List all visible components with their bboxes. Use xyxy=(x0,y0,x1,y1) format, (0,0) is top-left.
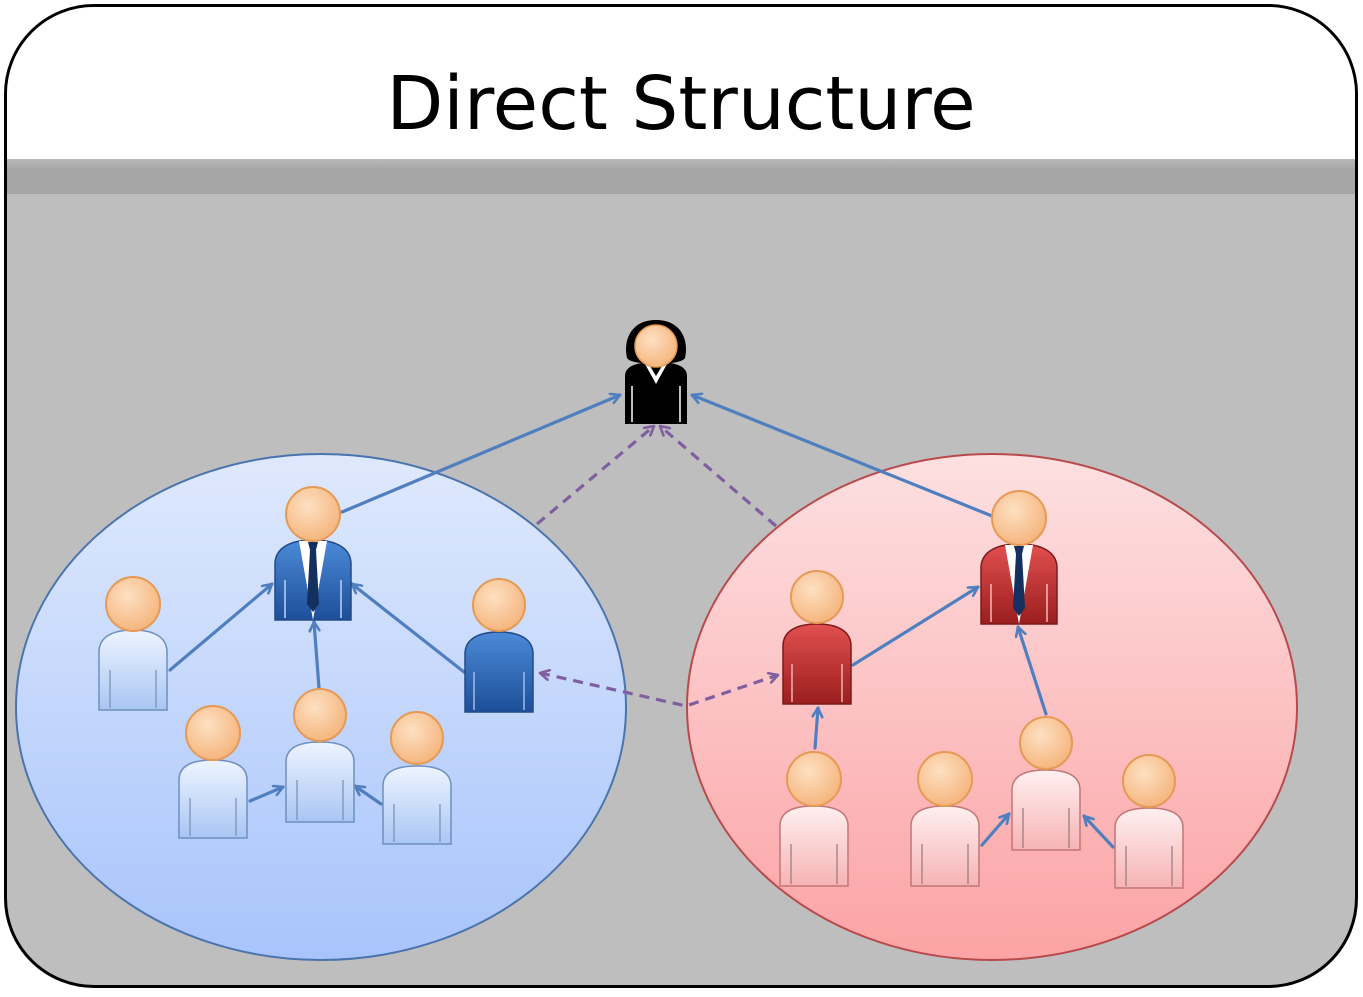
diagram-title: Direct Structure xyxy=(386,61,976,147)
arrow-blue-member2-to-member3 xyxy=(248,787,285,803)
header-shadow-band xyxy=(7,159,1355,194)
arrow-red-manager-to-boss xyxy=(690,395,994,518)
red-group-ellipse xyxy=(686,453,1298,961)
arrow-blue-lead-to-manager xyxy=(350,582,466,674)
person-light-red-icon xyxy=(1011,716,1081,851)
cross-group-arrows xyxy=(535,426,778,708)
person-blue-suit-tie-icon xyxy=(274,486,352,621)
arrow-blue-member4-to-member3 xyxy=(353,784,383,806)
person-light-blue-icon xyxy=(178,705,248,839)
person-light-red-icon xyxy=(1114,754,1184,889)
dashed-arrow-red-group-to-boss xyxy=(660,426,778,528)
arrow-blue-manager-to-boss xyxy=(340,395,622,514)
person-light-red-icon xyxy=(910,751,980,887)
person-blue-shirt-icon xyxy=(464,578,534,713)
arrow-blue-member3-to-manager xyxy=(314,620,319,690)
arrow-red-member4-to-member3 xyxy=(1082,814,1115,849)
person-light-blue-icon xyxy=(98,576,168,711)
person-light-blue-icon xyxy=(285,688,355,823)
arrow-blue-member1-to-manager xyxy=(168,582,274,672)
person-red-shirt-icon xyxy=(782,570,852,705)
person-woman-black-suit-icon xyxy=(625,320,687,424)
person-light-blue-icon xyxy=(382,711,452,845)
arrow-red-lead-to-manager xyxy=(851,585,980,667)
reporting-arrows xyxy=(168,395,1115,849)
title-band: Direct Structure xyxy=(7,7,1355,159)
arrow-red-member1-to-lead xyxy=(815,706,818,750)
person-red-suit-tie-icon xyxy=(980,490,1058,625)
arrow-red-member3-to-manager xyxy=(1018,625,1048,716)
arrow-red-member2-to-member3 xyxy=(980,812,1011,847)
dashed-arrow-blue-group-to-boss xyxy=(535,426,654,526)
person-light-red-icon xyxy=(779,751,849,887)
